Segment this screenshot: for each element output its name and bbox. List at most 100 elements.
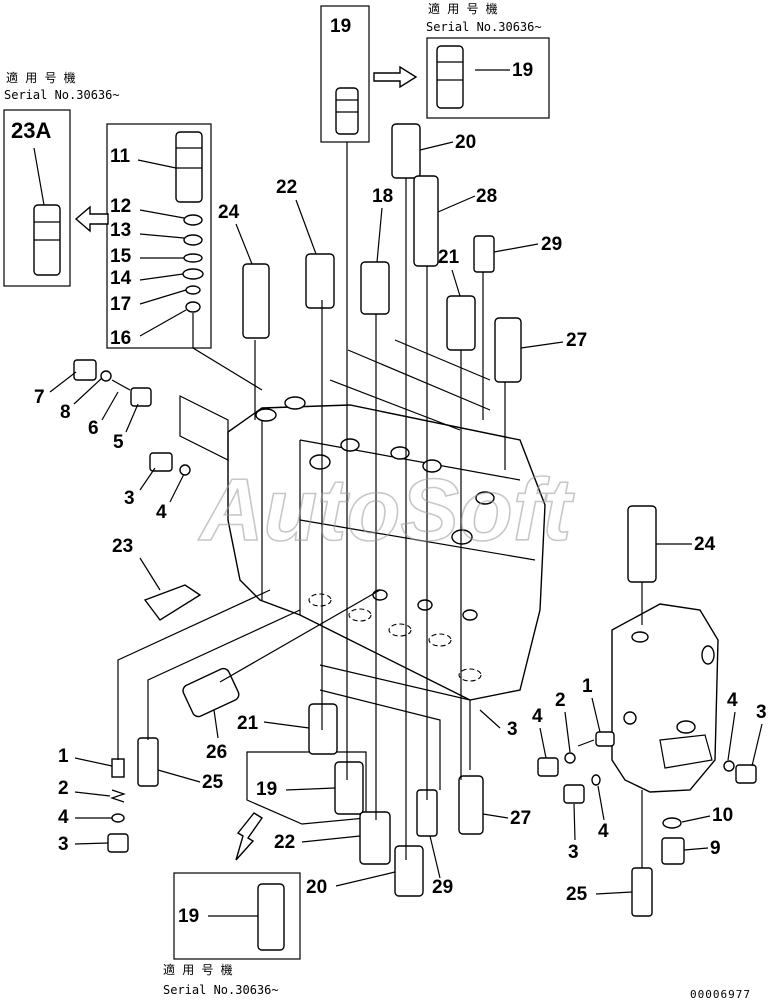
callout-9: 9 — [710, 838, 721, 859]
callout-18: 18 — [372, 186, 393, 207]
callout-19-top: 19 — [330, 16, 351, 37]
control-valve-body — [179, 395, 546, 701]
part-21-low — [308, 703, 338, 755]
callout-27-low: 27 — [510, 808, 531, 829]
callout-20-low: 20 — [306, 877, 327, 898]
callout-21-low: 21 — [237, 713, 259, 734]
callout-19-low: 19 — [256, 779, 277, 800]
note-applicable-jp: 適 用 号 機 — [428, 1, 498, 16]
drawing-code: 00006977 — [690, 988, 751, 1001]
arrow-right-icon — [373, 65, 418, 89]
part-27-top — [494, 317, 522, 383]
box-19-serial — [426, 37, 550, 119]
part-26 — [182, 667, 240, 718]
callout-16: 16 — [110, 328, 131, 349]
callout-3-left: 3 — [124, 488, 135, 509]
note-serial: Serial No.30636~ — [163, 983, 279, 997]
callout-4-lower-left: 4 — [58, 807, 69, 828]
box-seals — [106, 123, 212, 349]
callout-1-right: 1 — [582, 676, 593, 697]
callout-20-top: 20 — [455, 132, 476, 153]
note-applicable-jp: 適 用 号 機 — [6, 70, 76, 85]
serial-note-top-right: 適 用 号 機 Serial No.30636~ — [426, 1, 542, 34]
callout-4-right-c: 4 — [598, 821, 609, 842]
part-22-low — [359, 811, 391, 865]
parts-1-2-4-3-left — [107, 758, 129, 853]
part-19-low — [334, 761, 364, 815]
callout-8: 8 — [60, 402, 71, 423]
note-applicable-jp: 適 用 号 機 — [163, 962, 233, 977]
callout-10: 10 — [712, 805, 733, 826]
seal-rings — [182, 214, 204, 313]
callout-2-left: 2 — [58, 778, 69, 799]
box-19-lower — [246, 751, 367, 825]
part-25-right — [631, 867, 653, 917]
part-20-low — [394, 845, 424, 897]
box-19-bottom — [173, 872, 301, 960]
part-19-serial — [436, 45, 464, 109]
part-25-left — [137, 737, 159, 787]
arrow-down-icon — [235, 812, 263, 861]
parts-right-small — [537, 731, 757, 865]
callout-3-right-b: 3 — [756, 702, 767, 723]
callout-2-right: 2 — [555, 690, 566, 711]
callout-1-left: 1 — [58, 746, 69, 767]
callout-27-top: 27 — [566, 330, 587, 351]
callout-19-bottom: 19 — [178, 906, 199, 927]
part-28 — [413, 175, 439, 267]
callout-28: 28 — [476, 186, 497, 207]
callout-25-right: 25 — [566, 884, 588, 905]
callout-23: 23 — [112, 536, 133, 557]
callout-6: 6 — [88, 418, 99, 439]
callout-17: 17 — [110, 294, 131, 315]
callout-29-top: 29 — [541, 234, 562, 255]
serial-note-bottom: 適 用 号 機 Serial No.30636~ — [163, 962, 279, 997]
part-29-top — [473, 235, 495, 273]
callout-24-left: 24 — [218, 202, 240, 223]
part-20-top — [391, 123, 421, 179]
part-19-top — [335, 87, 359, 135]
callout-21-top: 21 — [438, 247, 460, 268]
callout-3-mid: 3 — [507, 719, 518, 740]
part-23a — [33, 204, 61, 276]
box-23a — [3, 109, 71, 287]
callout-4-right-b: 4 — [727, 690, 738, 711]
watermark-text: AutoSoft — [198, 460, 575, 559]
callout-5: 5 — [113, 432, 124, 453]
callout-22-top: 22 — [276, 177, 297, 198]
callout-24-right: 24 — [694, 534, 716, 555]
part-23 — [143, 584, 202, 621]
callout-15: 15 — [110, 246, 132, 267]
callout-3-lower-left: 3 — [58, 834, 69, 855]
part-24-left — [242, 263, 270, 339]
part-27-low — [458, 775, 484, 835]
service-valve-section — [611, 603, 719, 793]
callout-23a: 23A — [11, 118, 51, 143]
part-21-top — [446, 295, 476, 351]
note-serial: Serial No.30636~ — [426, 20, 542, 34]
callout-14: 14 — [110, 268, 132, 289]
callout-22-low: 22 — [274, 832, 295, 853]
callout-11: 11 — [110, 146, 131, 167]
callout-7: 7 — [34, 387, 45, 408]
box-19-top — [320, 5, 370, 143]
callout-26: 26 — [206, 742, 227, 763]
callout-3-right-c: 3 — [568, 842, 579, 863]
serial-note-top-left: 適 用 号 機 Serial No.30636~ — [4, 70, 120, 102]
callout-13: 13 — [110, 220, 131, 241]
leader-lines — [117, 142, 643, 868]
callout-12: 12 — [110, 196, 131, 217]
note-serial: Serial No.30636~ — [4, 88, 120, 102]
arrow-left-icon — [74, 205, 109, 233]
callout-4-left: 4 — [156, 502, 167, 523]
part-7-8-6-5 — [73, 359, 152, 407]
part-18 — [360, 261, 390, 315]
callouts: 19 19 23A 11 12 13 15 14 17 16 24 22 18 … — [11, 16, 767, 927]
part-22-top — [305, 253, 335, 309]
callout-4-right-a: 4 — [532, 706, 543, 727]
part-24-right — [627, 505, 657, 583]
callout-19-serial: 19 — [512, 60, 533, 81]
callout-29-low: 29 — [432, 877, 453, 898]
part-3-4-left — [149, 452, 191, 476]
